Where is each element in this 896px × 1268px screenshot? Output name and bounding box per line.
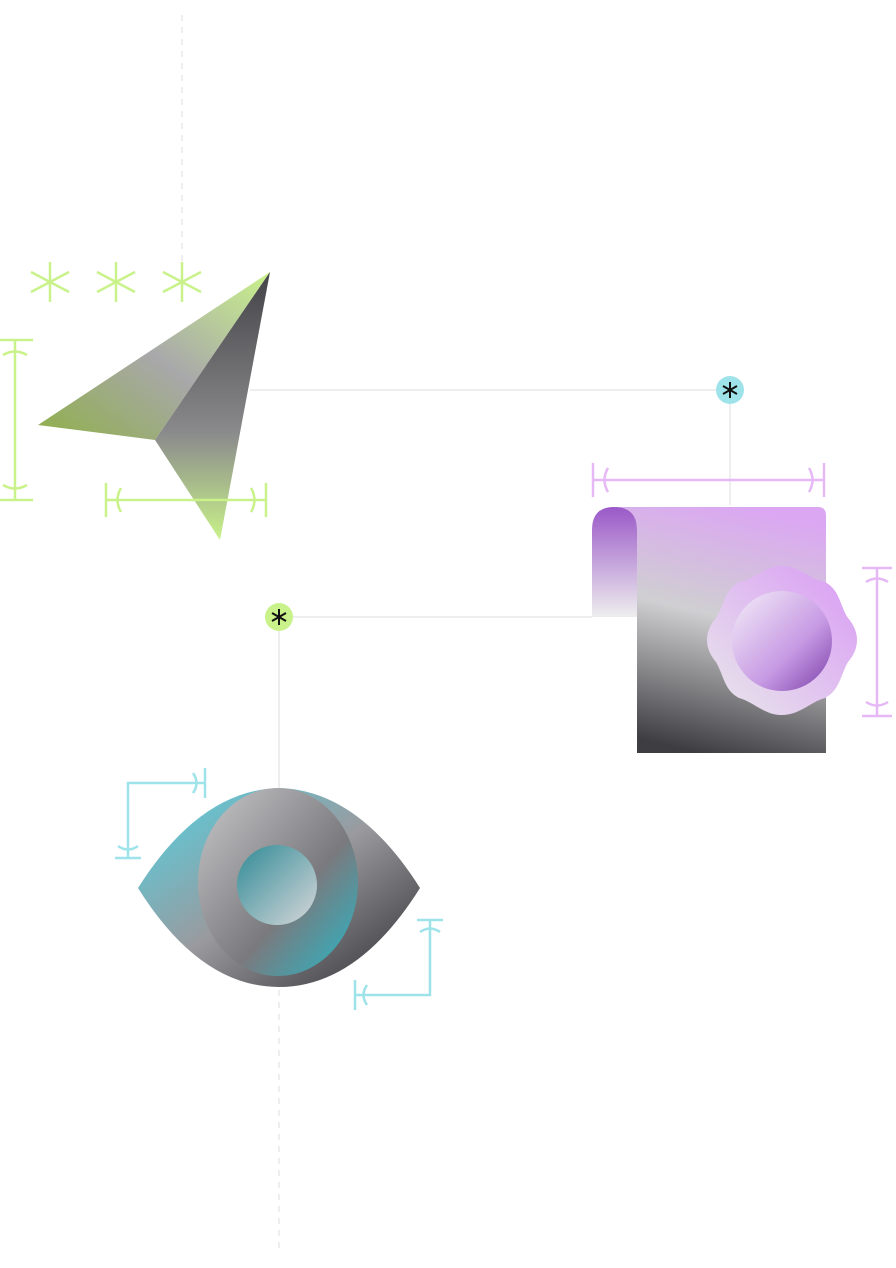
measure-bracket-horizontal-purple — [591, 463, 826, 497]
asterisk-node-green — [265, 603, 293, 631]
cursor-arrow-icon — [38, 272, 270, 540]
asterisk-icon — [162, 262, 202, 302]
document-seal-icon — [592, 507, 857, 753]
asterisk-icon — [30, 262, 70, 302]
asterisk-row — [30, 262, 202, 302]
guide-lines — [181, 15, 731, 1250]
eye-icon — [138, 788, 420, 987]
measure-bracket-vertical-green — [0, 338, 33, 502]
corner-bracket-top-left-cyan — [115, 768, 207, 860]
measure-bracket-vertical-purple — [862, 566, 892, 718]
asterisk-icon — [96, 262, 136, 302]
asterisk-node-cyan — [716, 376, 744, 404]
measure-bracket-horizontal-green — [104, 483, 268, 517]
corner-bracket-bottom-right-cyan — [353, 918, 443, 1010]
